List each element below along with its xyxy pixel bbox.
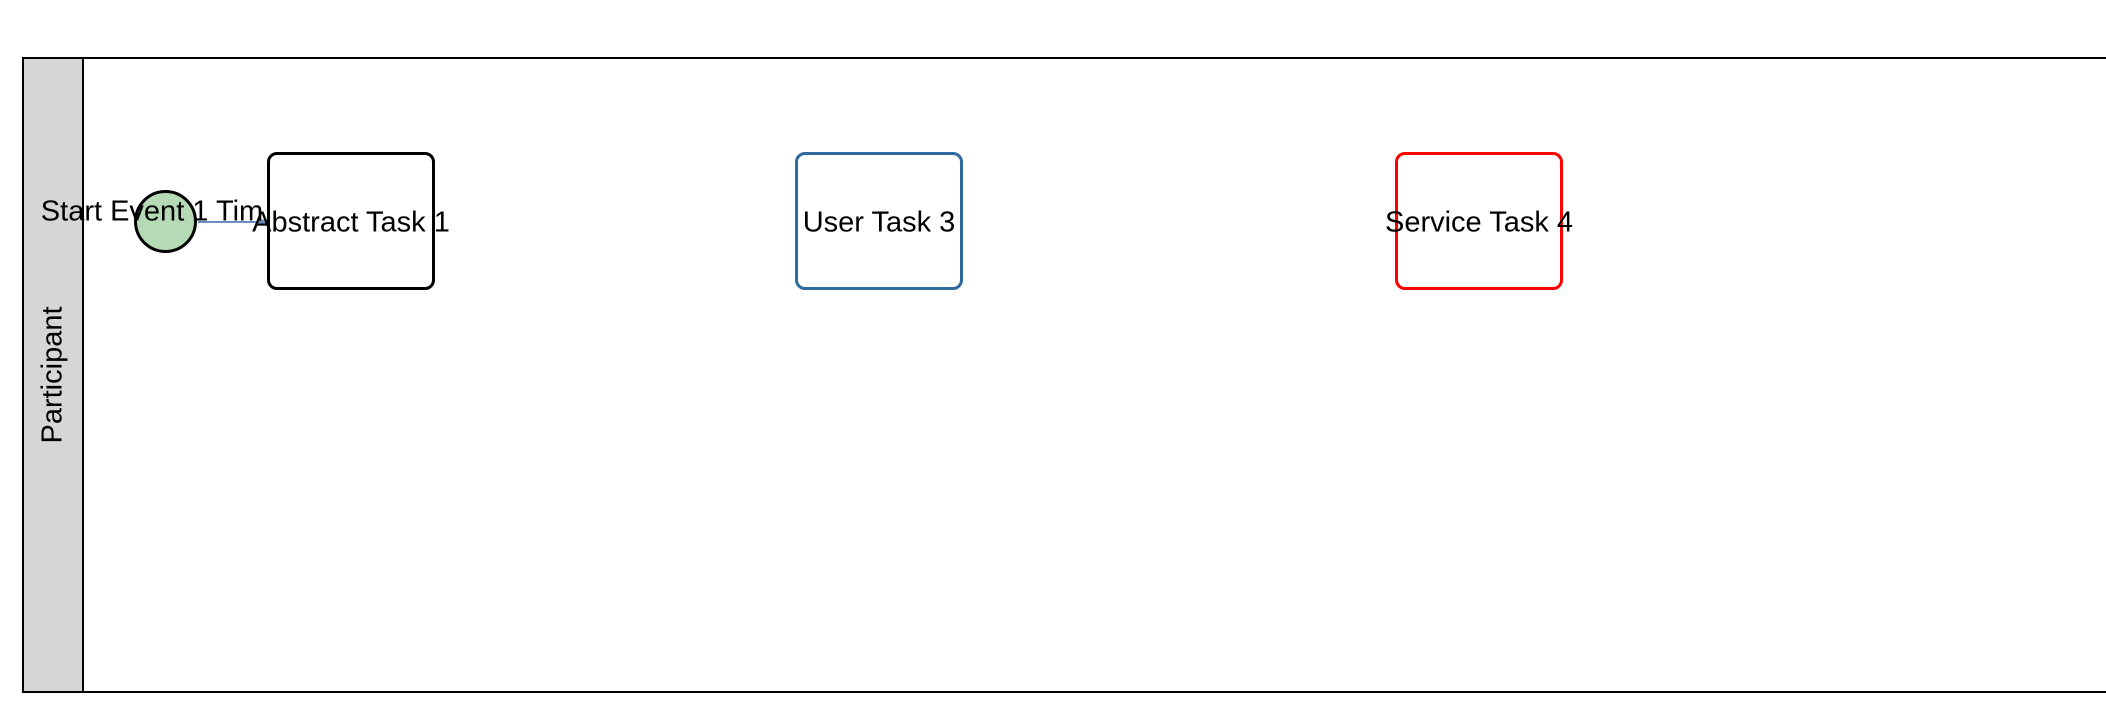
abstract-task-1-label: Abstract Task 1 — [252, 206, 450, 239]
start-event[interactable] — [134, 190, 197, 253]
service-task-4-label: Service Task 4 — [1384, 206, 1574, 239]
user-task-3-label: User Task 3 — [802, 206, 956, 239]
service-task-4[interactable] — [1395, 152, 1563, 290]
pool[interactable]: Participant — [22, 57, 2106, 693]
abstract-task-1[interactable] — [267, 152, 435, 290]
user-task-3[interactable] — [795, 152, 963, 290]
lane-header[interactable]: Participant — [24, 59, 84, 691]
start-event-label: Start Event 1 Tim — [40, 195, 264, 228]
